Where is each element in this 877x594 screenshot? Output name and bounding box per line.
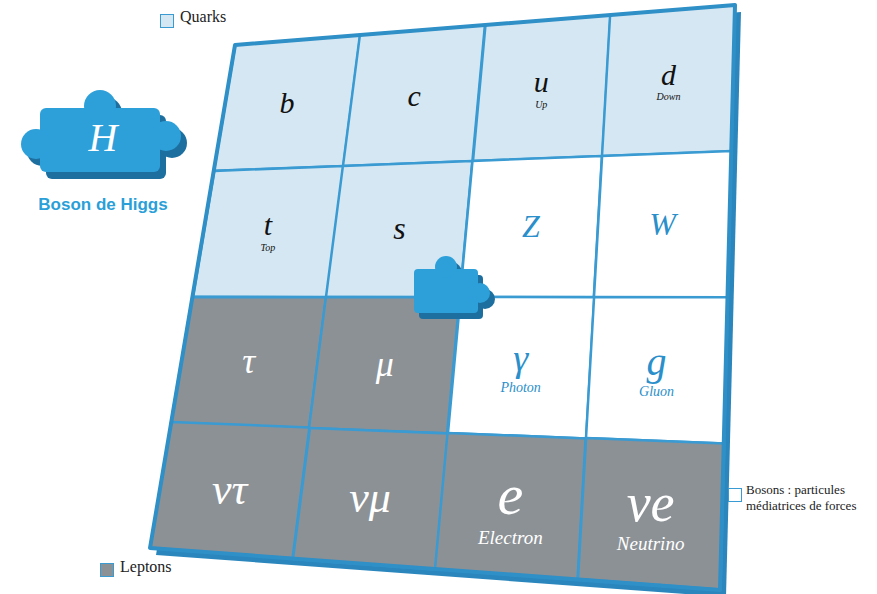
piece-outline [193, 166, 344, 297]
particle-name: Up [535, 100, 547, 111]
piece-knob [21, 129, 51, 159]
particle-name: Gluon [639, 385, 674, 400]
piece-outline [293, 428, 448, 569]
puzzle-piece: tTop [193, 166, 344, 297]
puzzle-piece: W [594, 151, 732, 297]
piece-outline [435, 433, 586, 580]
puzzle-piece: gGluon [586, 297, 728, 444]
puzzle-piece: Z [460, 156, 602, 297]
particle-symbol: Z [522, 210, 540, 244]
piece-outline [343, 25, 485, 166]
piece-outline [214, 35, 360, 171]
piece-outline [326, 161, 472, 297]
piece-knob [475, 289, 495, 309]
puzzle-piece: γPhoton [448, 297, 594, 438]
particle-name: Down [656, 92, 680, 103]
puzzle-piece: uUp [473, 15, 611, 161]
particle-name: Boson de Higgs [38, 196, 167, 215]
particle-symbol: ντ [212, 467, 247, 513]
legend-text: Leptons [120, 557, 172, 576]
legend-swatch [160, 14, 174, 28]
puzzle-piece: b [214, 35, 360, 171]
particle-symbol: νμ [349, 475, 391, 521]
puzzle-piece: dDown [602, 5, 735, 156]
particle-symbol: b [279, 87, 294, 119]
piece-knob [470, 283, 490, 303]
particle-symbol: γ [513, 339, 528, 379]
floating-piece [414, 256, 490, 313]
particle-symbol: g [647, 341, 667, 383]
particle-symbol: t [264, 209, 272, 241]
legend-swatch [100, 563, 114, 577]
puzzle-piece: c [343, 25, 485, 166]
piece-knob [151, 121, 181, 151]
particle-symbol: c [407, 80, 420, 112]
piece-outline [171, 297, 326, 428]
legend-text: Bosons : particules médiatrices de force… [746, 482, 870, 513]
particle-name: Top [260, 243, 275, 254]
piece-outline [309, 297, 460, 433]
particle-symbol: W [649, 208, 676, 242]
puzzle-piece: ντ [150, 422, 309, 558]
particle-name: Photon [500, 381, 540, 396]
puzzle-piece: νeNeutrino [578, 438, 724, 590]
piece-outline [586, 297, 728, 444]
floating-piece [419, 262, 495, 319]
particle-name: Electron [478, 528, 543, 548]
board-base [150, 5, 735, 590]
higgs-piece: H Boson de Higgs [8, 84, 198, 226]
piece-body [419, 275, 483, 319]
piece-outline [473, 15, 611, 161]
particle-symbol: u [534, 66, 549, 98]
piece-outline [460, 156, 602, 297]
puzzle-piece: eElectron [435, 433, 586, 580]
particle-symbol: d [661, 59, 676, 91]
piece-outline [594, 151, 732, 297]
puzzle-piece: νμ [293, 428, 448, 569]
particle-symbol: s [393, 212, 405, 246]
puzzle-piece: μ [309, 297, 460, 433]
piece-body [414, 269, 478, 313]
puzzle-piece: τ [171, 297, 326, 428]
piece-outline [578, 438, 724, 590]
particle-symbol: νe [627, 475, 675, 532]
particle-symbol: μ [376, 346, 394, 384]
piece-knob [440, 262, 462, 284]
piece-knob [435, 256, 457, 278]
particle-symbol: H [89, 84, 118, 192]
legend-swatch [728, 488, 742, 502]
piece-outline [602, 5, 735, 156]
piece-outline [448, 297, 594, 438]
particle-symbol: τ [242, 343, 255, 381]
particle-name: Neutrino [617, 534, 685, 554]
board-rim [150, 5, 735, 590]
legend-text: Quarks [180, 7, 226, 26]
puzzle-piece: s [326, 161, 472, 297]
particle-symbol: e [497, 465, 523, 526]
piece-outline [150, 422, 309, 558]
